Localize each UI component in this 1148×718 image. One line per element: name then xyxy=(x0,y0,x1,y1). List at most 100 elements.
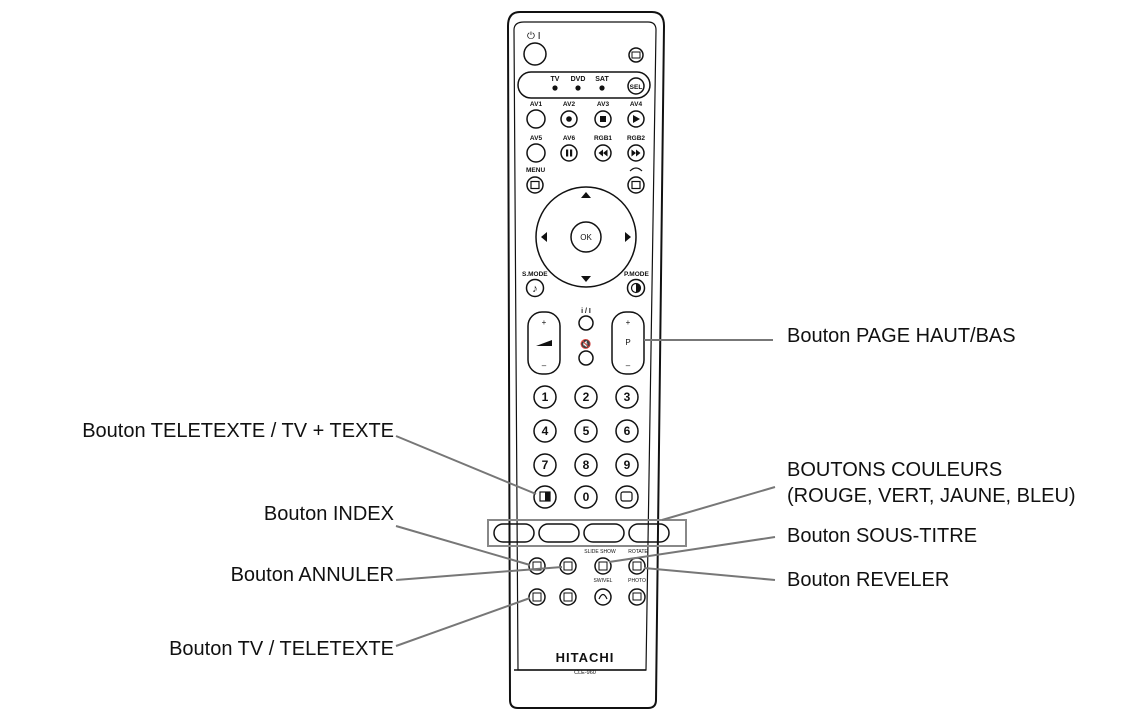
ok-button[interactable] xyxy=(570,221,602,253)
leader-tv-teletext xyxy=(395,597,531,647)
red-button[interactable] xyxy=(493,523,535,543)
info-top-button[interactable] xyxy=(628,47,644,63)
swivel-label: SWIVEL xyxy=(594,578,613,584)
brand-logo: HITACHI xyxy=(556,650,615,665)
program-p-label: P xyxy=(625,338,630,347)
source-label-tv: TV xyxy=(551,76,560,83)
av3-label: AV3 xyxy=(597,101,610,108)
av-row-2: AV5 AV6 RGB1 RGB2 xyxy=(526,135,645,163)
program-plus-label: + xyxy=(626,318,631,327)
digit-3-button[interactable] xyxy=(615,385,639,409)
photo-label: PHOTO xyxy=(628,578,646,584)
rocker-section: + – i / I 🔇 + P – xyxy=(527,308,645,375)
digit-8-label: 8 xyxy=(583,458,590,472)
digit-3-label: 3 xyxy=(624,390,631,404)
source-select-strip: TV DVD SAT SEL xyxy=(517,71,651,99)
stop-button[interactable] xyxy=(594,110,612,128)
menu-return-row: MENU xyxy=(526,167,645,194)
swap-button[interactable] xyxy=(615,485,639,509)
fast-forward-button[interactable] xyxy=(627,144,645,162)
callout-couleurs-line1: BOUTONS COULEURS xyxy=(787,459,1003,481)
volume-plus-label: + xyxy=(542,318,547,327)
camera-icon xyxy=(632,592,642,601)
leader-lines xyxy=(395,339,776,647)
callout-tv-teletext: Bouton TV / TELETEXTE xyxy=(169,638,394,660)
av6-label: AV6 xyxy=(563,135,576,142)
digit-4-label: 4 xyxy=(542,424,549,438)
power-label: ⏻ I xyxy=(527,31,540,42)
teletext-tv-text-button[interactable] xyxy=(533,485,557,509)
info-button[interactable] xyxy=(578,315,594,331)
source-label-sat: SAT xyxy=(595,76,609,83)
swivel-button[interactable] xyxy=(594,588,612,606)
arrow-right-icon[interactable] xyxy=(625,232,631,242)
arrow-down-icon[interactable] xyxy=(581,276,591,282)
volume-minus-label: – xyxy=(542,361,547,370)
leader-teletext-tv-text xyxy=(395,435,537,495)
picture-mode-button[interactable] xyxy=(626,278,646,298)
sound-mode-button[interactable] xyxy=(525,278,545,298)
index-button[interactable] xyxy=(528,557,546,575)
callout-index: Bouton INDEX xyxy=(263,503,394,525)
mute-button[interactable] xyxy=(578,350,594,366)
color-buttons xyxy=(487,519,687,547)
headphone-icon xyxy=(598,593,608,600)
callout-teletext-tv-text: Bouton TELETEXTE / TV + TEXTE xyxy=(82,420,394,442)
digit-0-button[interactable] xyxy=(574,485,598,509)
digit-5-button[interactable] xyxy=(574,419,598,443)
leader-sous-titre xyxy=(608,536,776,563)
record-button[interactable] xyxy=(560,110,578,128)
teletext-row-2: SWIVEL PHOTO xyxy=(528,578,646,606)
stop-icon xyxy=(600,116,606,122)
play-button[interactable] xyxy=(627,110,645,128)
mode-row: S.MODE ♪ P.MODE xyxy=(522,271,649,298)
sat-indicator xyxy=(599,85,605,91)
cancel-button[interactable] xyxy=(559,557,577,575)
mute-icon: 🔇 xyxy=(580,338,591,349)
volume-rocker[interactable] xyxy=(527,311,561,375)
power-button[interactable] xyxy=(523,42,547,66)
av5-button[interactable] xyxy=(526,143,546,163)
index-icon xyxy=(532,561,542,571)
green-button[interactable] xyxy=(538,523,580,543)
digit-8-button[interactable] xyxy=(574,453,598,477)
volume-icon xyxy=(536,340,552,346)
callout-annuler: Bouton ANNULER xyxy=(230,564,394,586)
arrow-left-icon[interactable] xyxy=(541,232,547,242)
sel-button[interactable] xyxy=(627,77,645,95)
digit-7-button[interactable] xyxy=(533,453,557,477)
digit-2-button[interactable] xyxy=(574,385,598,409)
digit-1-button[interactable] xyxy=(533,385,557,409)
tv-teletext-button[interactable] xyxy=(528,588,546,606)
return-icon xyxy=(629,167,643,172)
rotate-label: ROTATE xyxy=(628,549,648,555)
rewind-button[interactable] xyxy=(594,144,612,162)
photo-button[interactable] xyxy=(628,588,646,606)
size-button[interactable] xyxy=(559,588,577,606)
program-rocker[interactable] xyxy=(611,311,645,375)
pause-button[interactable] xyxy=(560,144,578,162)
digit-5-label: 5 xyxy=(583,424,590,438)
yellow-button[interactable] xyxy=(583,523,625,543)
digit-9-button[interactable] xyxy=(615,453,639,477)
smode-label: S.MODE xyxy=(522,271,548,278)
return-button[interactable] xyxy=(627,176,645,194)
digit-4-button[interactable] xyxy=(533,419,557,443)
av2-label: AV2 xyxy=(563,101,576,108)
digit-6-button[interactable] xyxy=(615,419,639,443)
tv-indicator xyxy=(552,85,558,91)
callout-page-haut-bas: Bouton PAGE HAUT/BAS xyxy=(787,325,1016,347)
rgb1-label: RGB1 xyxy=(594,135,612,142)
subtitle-button[interactable] xyxy=(594,557,612,575)
sel-label: SEL xyxy=(630,84,643,91)
navigation-pad: OK xyxy=(535,186,637,288)
blue-button[interactable] xyxy=(628,523,670,543)
dpad-ring[interactable] xyxy=(535,186,637,288)
digit-2-label: 2 xyxy=(583,390,590,404)
menu-button[interactable] xyxy=(526,176,544,194)
slide-show-label: SLIDE SHOW xyxy=(584,549,616,555)
av1-button[interactable] xyxy=(526,109,546,129)
arrow-up-icon[interactable] xyxy=(581,192,591,198)
leader-couleurs xyxy=(661,486,776,521)
